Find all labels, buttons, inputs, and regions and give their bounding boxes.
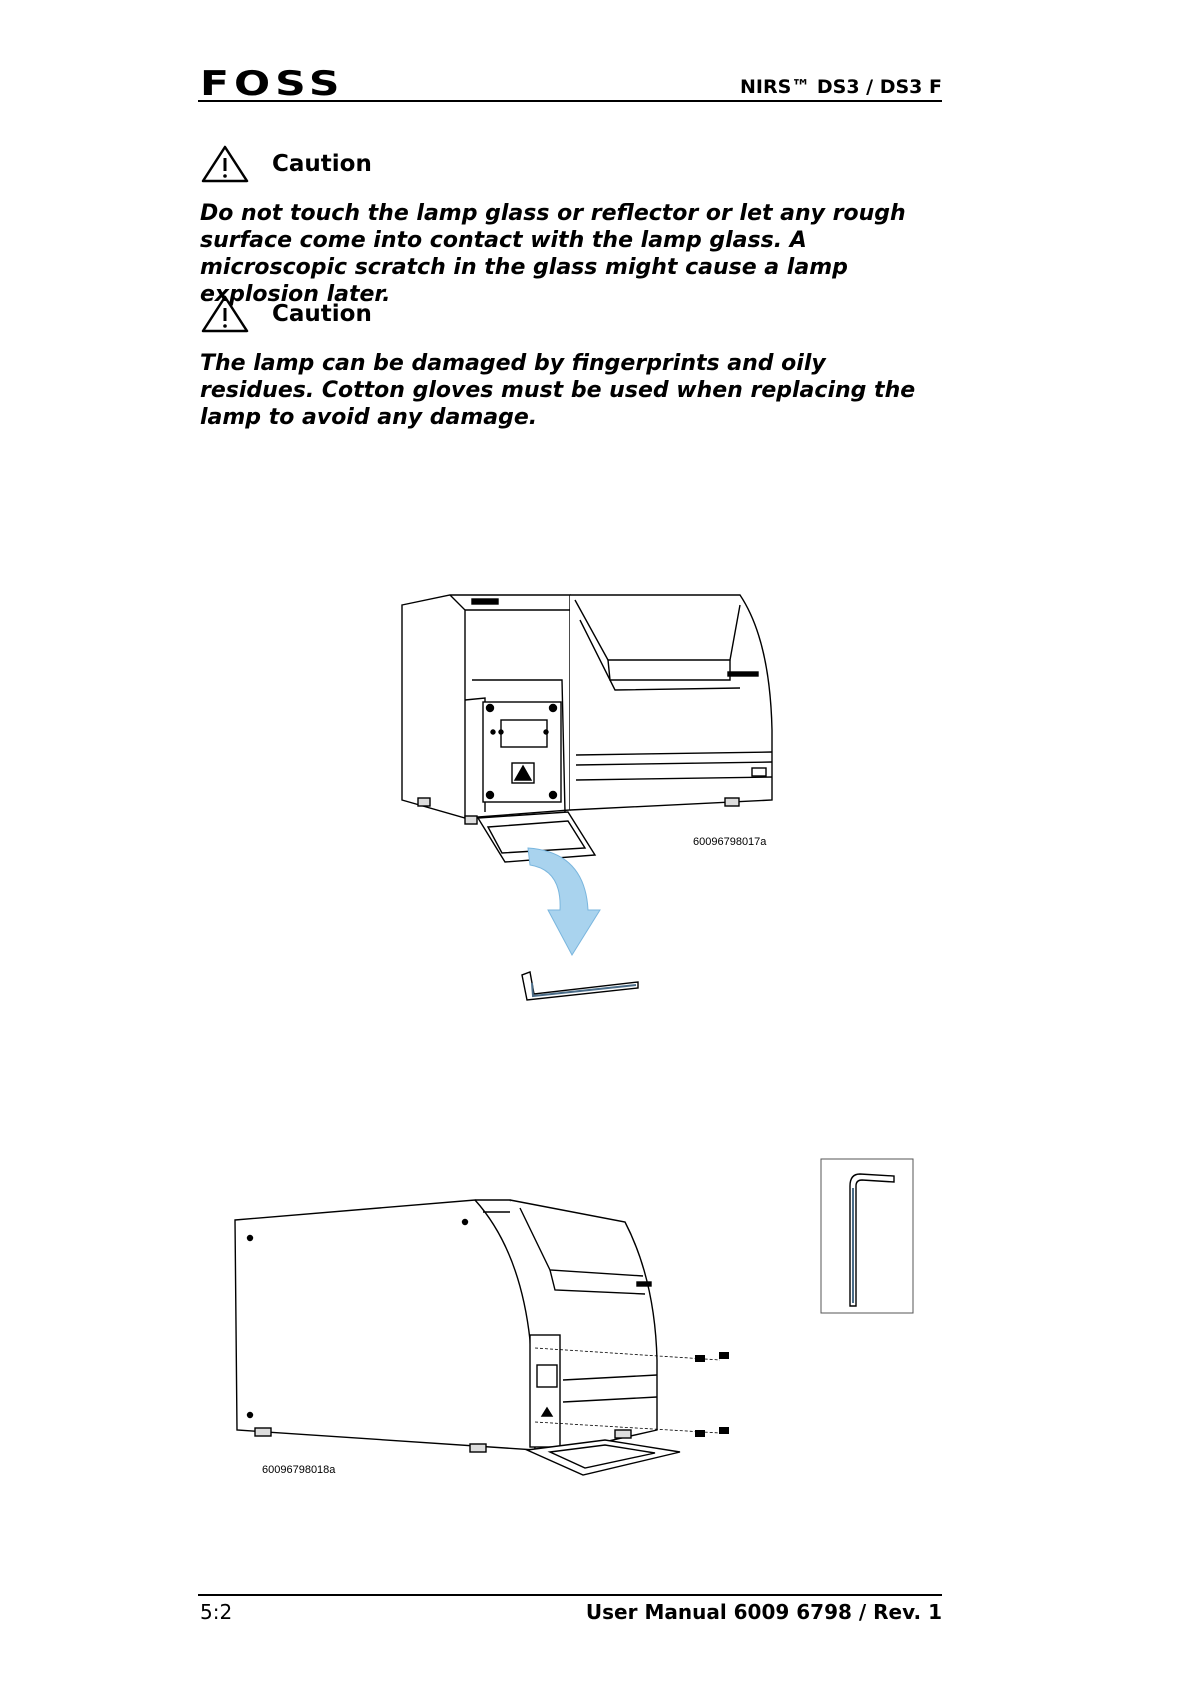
- manual-reference: User Manual 6009 6798 / Rev. 1: [585, 1600, 942, 1624]
- figure-instrument-door-open: [401, 594, 773, 1001]
- figure-instrument-screws: [234, 1199, 729, 1476]
- inset-hex-key: [820, 1158, 914, 1314]
- hex-key-icon: [849, 1173, 895, 1307]
- screw-icon: [695, 1352, 729, 1437]
- figure-2-label: 60096798018a: [262, 1464, 336, 1476]
- figure-1-label: 60096798017a: [693, 836, 767, 848]
- footer-rule: [198, 1594, 942, 1596]
- warning-triangle-icon: [201, 145, 249, 183]
- caution-text-2: The lamp can be damaged by fingerprints …: [200, 351, 916, 430]
- hex-key-icon: [521, 971, 639, 1001]
- rotate-arrow-icon: [527, 847, 601, 956]
- foss-logo: FOSS: [200, 64, 345, 104]
- caution-title-2: Caution: [272, 301, 372, 327]
- warning-triangle-icon: [201, 295, 249, 333]
- caution-heading-2: Caution: [200, 294, 372, 334]
- header-rule: [198, 100, 942, 102]
- caution-title-1: Caution: [272, 151, 372, 177]
- product-name: NIRS™ DS3 / DS3 F: [739, 76, 942, 98]
- caution-text-1: Do not touch the lamp glass or reflector…: [200, 201, 906, 307]
- caution-heading-1: Caution: [200, 144, 372, 184]
- page-number: 5:2: [200, 1600, 233, 1624]
